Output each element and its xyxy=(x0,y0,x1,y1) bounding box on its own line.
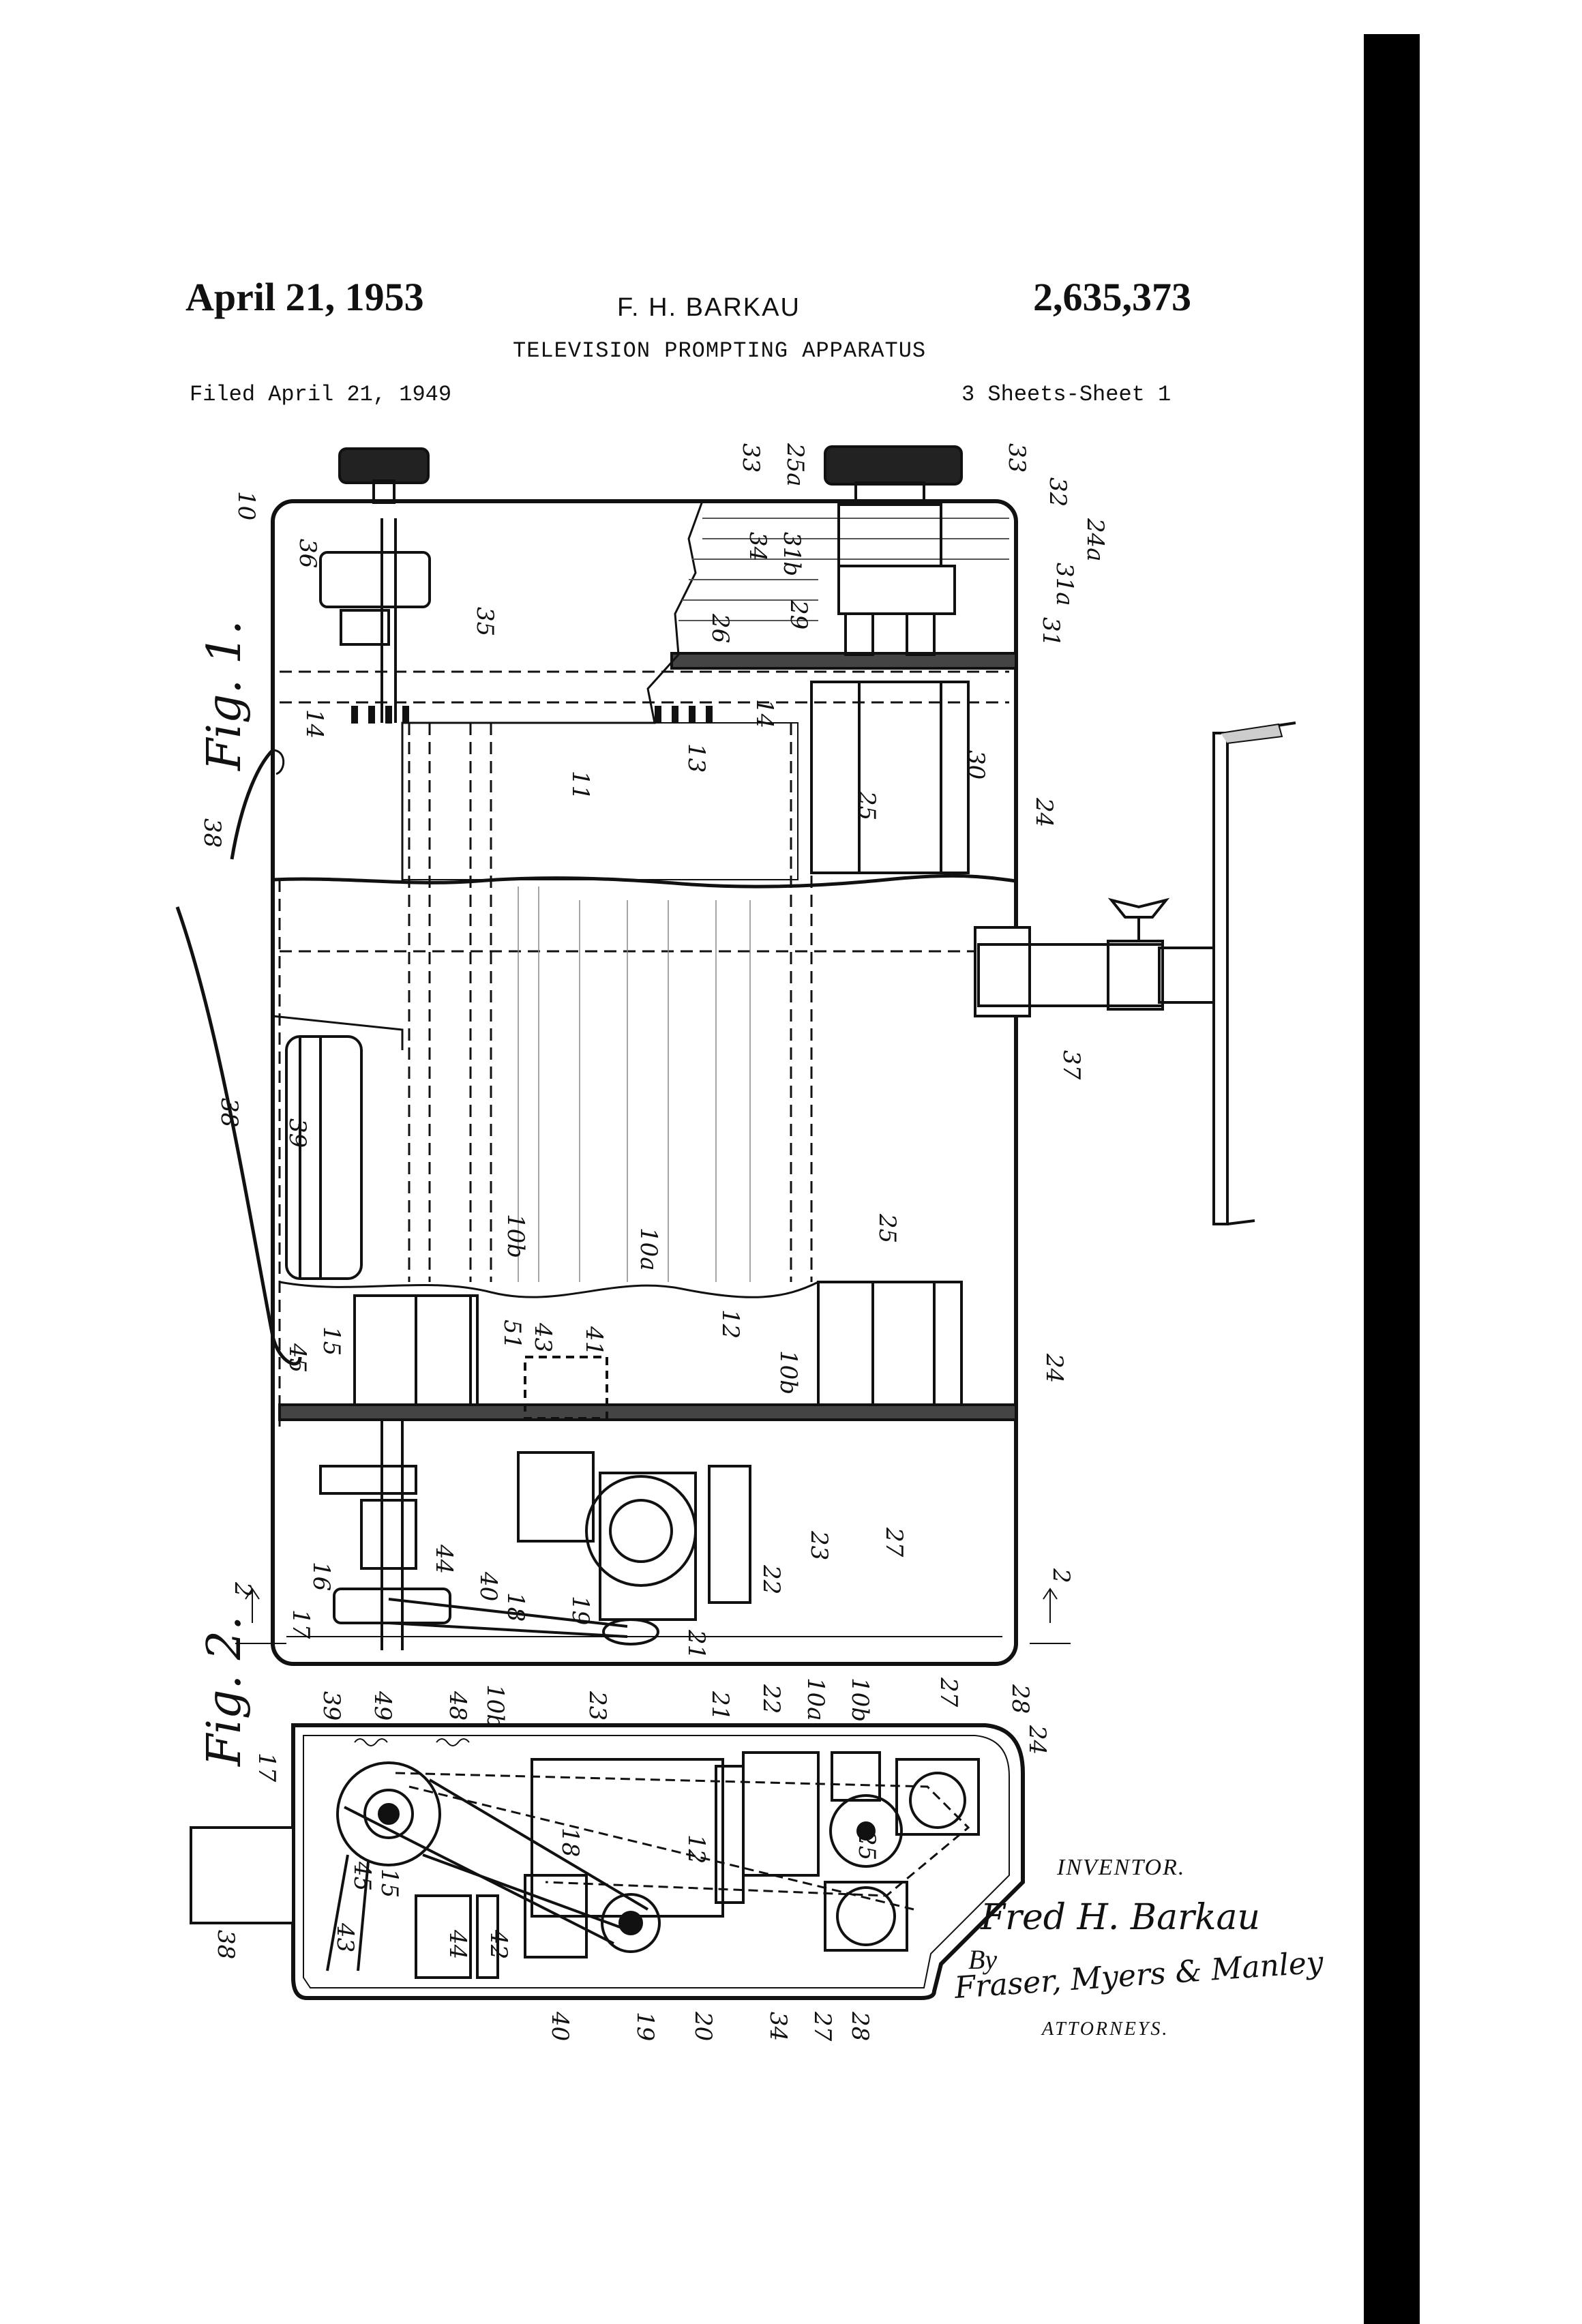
ref-12: 12 xyxy=(717,1309,744,1339)
patent-number: 2,635,373 xyxy=(1033,275,1191,319)
f2-ref-45: 45 xyxy=(348,1861,376,1891)
f2-ref-18: 18 xyxy=(556,1828,584,1857)
ref-43: 43 xyxy=(529,1322,556,1352)
ref-40: 40 xyxy=(475,1571,502,1601)
ref-11: 11 xyxy=(567,771,594,800)
ref-41: 41 xyxy=(580,1326,608,1356)
ref-35: 35 xyxy=(471,607,498,636)
fig2-housing xyxy=(190,1723,1025,2000)
ref-10: 10 xyxy=(233,491,260,520)
ref-25a: 25a xyxy=(781,443,809,487)
ref-10b-1: 10b xyxy=(502,1214,529,1258)
ref-24-mid: 24 xyxy=(1041,1353,1068,1383)
by-label: By xyxy=(968,1944,998,1975)
ref-38-a: 38 xyxy=(198,818,226,848)
f2-ref-20: 20 xyxy=(689,2011,717,2041)
ref-2b: 2 xyxy=(1047,1568,1075,1583)
ref-2a: 2 xyxy=(229,1581,256,1597)
ref-44: 44 xyxy=(430,1544,458,1574)
ref-36: 36 xyxy=(294,539,321,568)
f2-ref-43: 43 xyxy=(331,1922,359,1952)
ref-37: 37 xyxy=(1058,1050,1085,1080)
f2-ref-10b-2: 10b xyxy=(846,1678,874,1722)
ref-23: 23 xyxy=(805,1530,833,1560)
ref-30: 30 xyxy=(962,750,989,779)
ref-25-mid: 25 xyxy=(874,1213,901,1243)
ref-15: 15 xyxy=(318,1326,345,1356)
ref-17: 17 xyxy=(287,1609,314,1639)
ref-33b: 33 xyxy=(1003,443,1030,473)
inventor-name-header: F. H. BARKAU xyxy=(617,293,801,322)
ref-22: 22 xyxy=(758,1564,785,1594)
f2-ref-12: 12 xyxy=(683,1834,710,1864)
f2-ref-49: 49 xyxy=(369,1690,396,1720)
ref-38-b: 38 xyxy=(215,1098,243,1127)
f2-ref-10a: 10a xyxy=(802,1678,829,1721)
f2-ref-39: 39 xyxy=(318,1691,345,1720)
f2-ref-15: 15 xyxy=(376,1868,403,1898)
ref-31: 31 xyxy=(1037,617,1064,646)
patent-date: April 21, 1953 xyxy=(185,275,424,319)
f2-ref-21: 21 xyxy=(706,1690,734,1720)
f2-ref-42: 42 xyxy=(485,1929,512,1959)
f2-ref-34: 34 xyxy=(764,2012,792,2041)
f2-ref-28a: 28 xyxy=(1006,1684,1034,1714)
ref-24a: 24a xyxy=(1081,518,1109,562)
patent-title: TELEVISION PROMPTING APPARATUS xyxy=(513,338,927,363)
inventor-signature: Fred H. Barkau xyxy=(981,1897,1261,1938)
inventor-label: INVENTOR. xyxy=(1057,1855,1186,1880)
ref-33a: 33 xyxy=(737,443,764,473)
ref-18: 18 xyxy=(502,1592,529,1622)
ref-16: 16 xyxy=(308,1562,335,1591)
ref-14a: 14 xyxy=(301,709,328,739)
ref-29: 29 xyxy=(785,599,812,629)
f2-ref-27b: 27 xyxy=(809,2011,836,2042)
f2-ref-17: 17 xyxy=(253,1753,280,1783)
sheet-count: 3 Sheets-Sheet 1 xyxy=(961,382,1171,407)
ref-19: 19 xyxy=(567,1596,594,1625)
f2-ref-19: 19 xyxy=(631,2012,659,2041)
ref-24-top: 24 xyxy=(1030,797,1058,827)
ref-31a: 31a xyxy=(1051,563,1078,606)
ref-13: 13 xyxy=(683,743,710,773)
fig1-label: Fig. 1. xyxy=(198,620,252,772)
fig2-label: Fig. 2. xyxy=(198,1615,252,1768)
ref-27: 27 xyxy=(880,1527,908,1558)
ref-26: 26 xyxy=(706,613,734,643)
ref-25-top: 25 xyxy=(853,790,880,820)
ref-34: 34 xyxy=(744,532,771,561)
ref-10b-2: 10b xyxy=(775,1350,802,1395)
ref-10a: 10a xyxy=(635,1227,662,1271)
f2-ref-23: 23 xyxy=(584,1690,611,1720)
f2-ref-27a: 27 xyxy=(935,1677,962,1708)
fig1-housing xyxy=(175,445,1296,1666)
ref-51: 51 xyxy=(498,1320,526,1349)
ref-45: 45 xyxy=(284,1343,311,1373)
f2-ref-48: 48 xyxy=(444,1690,471,1720)
ref-32: 32 xyxy=(1044,477,1071,507)
ref-21: 21 xyxy=(683,1629,710,1659)
ref-39: 39 xyxy=(284,1118,311,1148)
f2-ref-28b: 28 xyxy=(846,2011,874,2041)
ref-31b: 31b xyxy=(778,532,805,576)
ref-14b: 14 xyxy=(751,699,778,728)
f2-ref-40: 40 xyxy=(546,2011,573,2041)
f2-ref-25: 25 xyxy=(853,1830,880,1860)
f2-ref-38: 38 xyxy=(212,1930,239,1959)
f2-ref-10b-1: 10b xyxy=(481,1684,509,1729)
scan-margin-bar xyxy=(1364,34,1420,2324)
f2-ref-24: 24 xyxy=(1024,1725,1051,1755)
f2-ref-22: 22 xyxy=(758,1684,785,1714)
filed-date: Filed April 21, 1949 xyxy=(190,382,452,407)
attorneys-label: ATTORNEYS. xyxy=(1042,2018,1169,2040)
f2-ref-44: 44 xyxy=(444,1929,471,1959)
